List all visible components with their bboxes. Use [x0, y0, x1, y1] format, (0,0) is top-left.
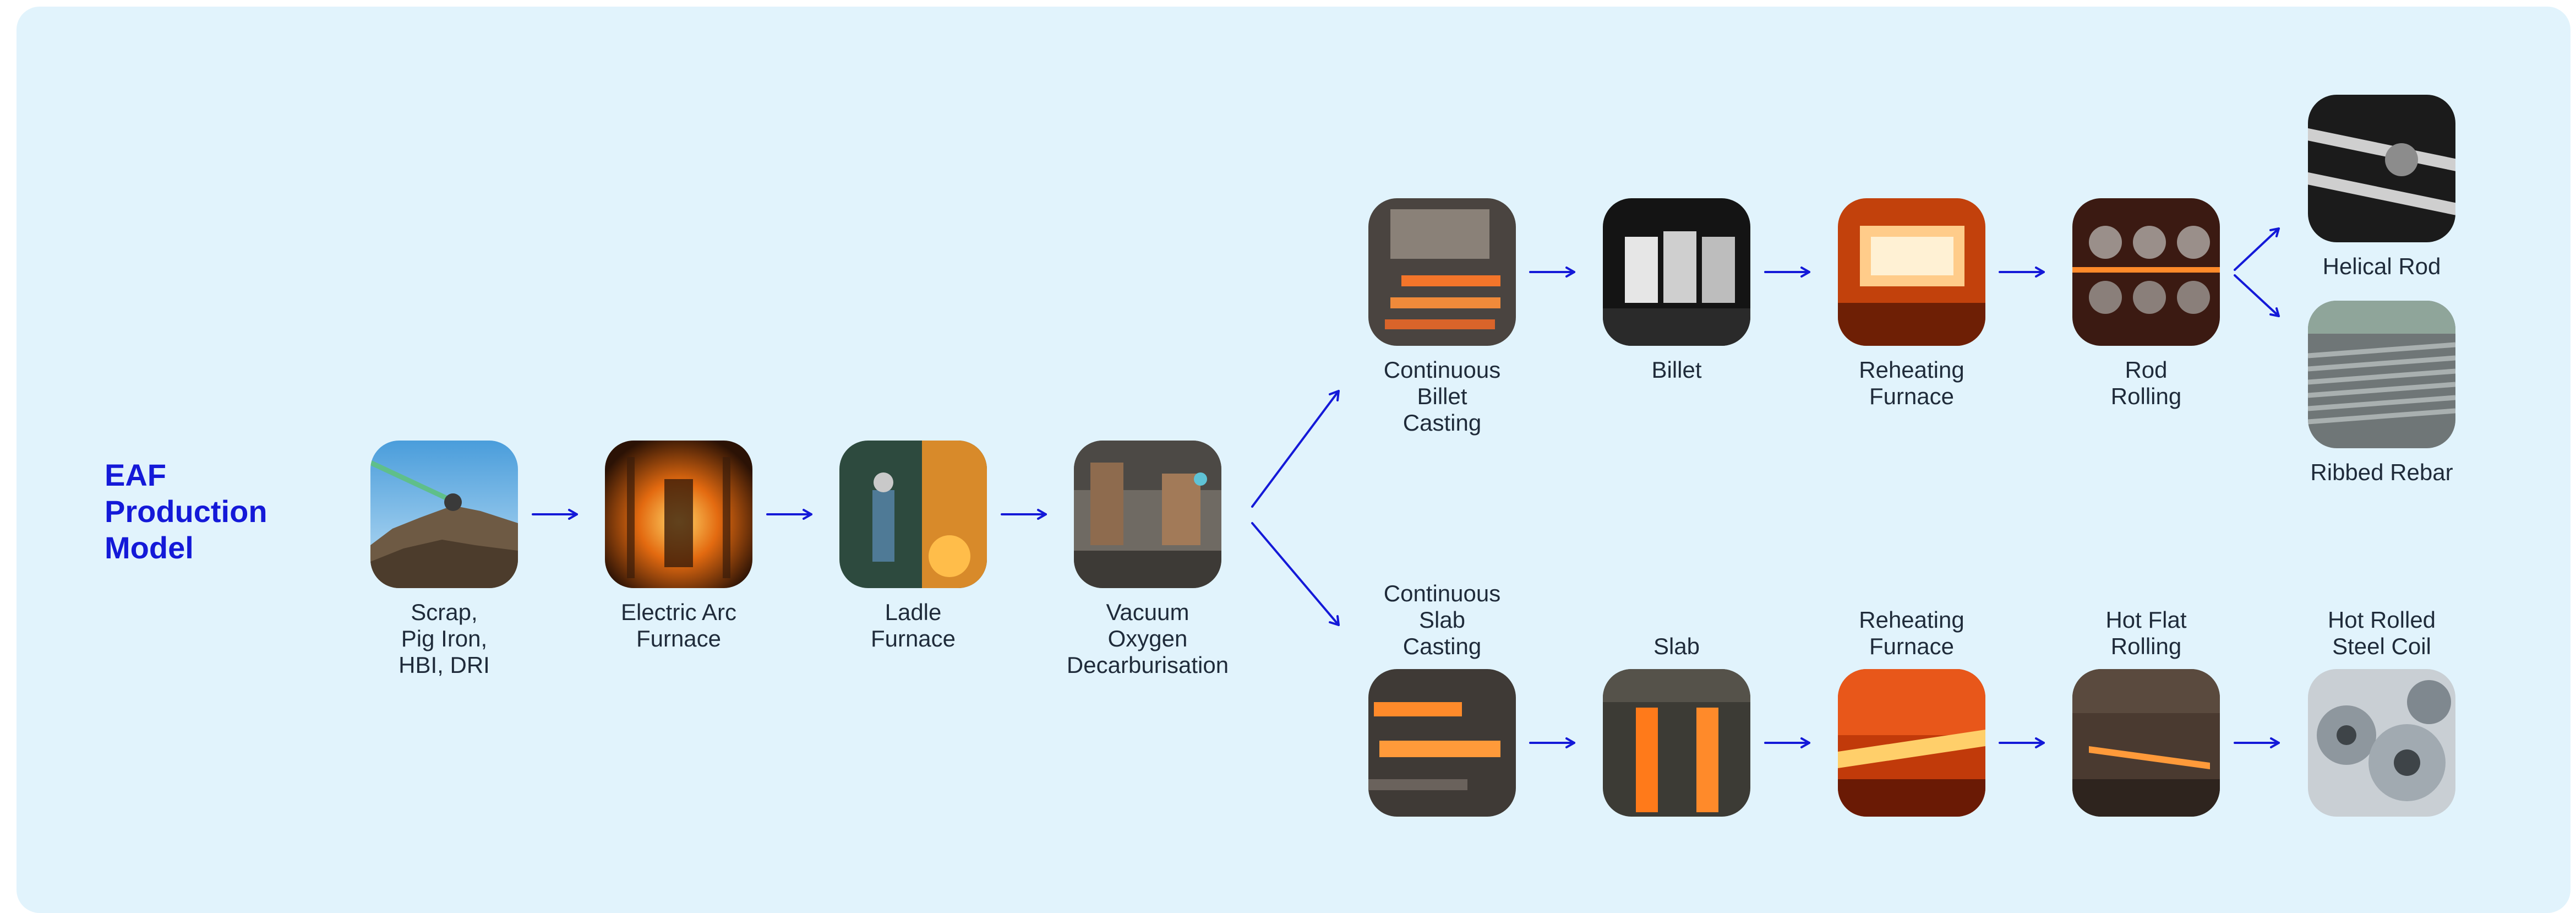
- vod-label-line: Decarburisation: [1066, 652, 1229, 678]
- reheat-bottom-label-line: Reheating: [1859, 607, 1964, 633]
- helical-rod-label: Helical Rod: [2217, 253, 2547, 280]
- billet-label-line: Billet: [1651, 357, 1702, 383]
- continuous-slab-casting-label: Continuous Slab Casting: [1277, 580, 1607, 660]
- vod-label-line: Oxygen: [1107, 626, 1188, 651]
- ribbed-rebar-image: [2308, 301, 2455, 448]
- scrap-label-line: Scrap,: [411, 599, 478, 625]
- title-line: Production: [105, 494, 268, 529]
- reheat-top-label-line: Furnace: [1869, 383, 1955, 409]
- rod-label-line: Rod: [2125, 357, 2168, 383]
- diagram-title: EAF Production Model: [105, 457, 336, 566]
- eaf-label-line: Electric Arc: [620, 599, 737, 625]
- title-line: Model: [105, 530, 194, 565]
- rod-rolling-image: [2072, 198, 2220, 346]
- title-line: EAF: [105, 458, 166, 492]
- reheating-furnace-bottom-image: [1838, 669, 1985, 817]
- helical-rod-image: [2308, 95, 2455, 242]
- coil-label-line: Steel Coil: [2332, 633, 2431, 659]
- scrap-label: Scrap, Pig Iron, HBI, DRI: [279, 599, 609, 678]
- helical-label-line: Helical Rod: [2322, 253, 2441, 279]
- continuous-billet-casting-label: Continuous Billet Casting: [1277, 357, 1607, 436]
- electric-arc-furnace-image: [605, 441, 752, 588]
- reheat-top-label-line: Reheating: [1859, 357, 1964, 383]
- hfr-label-line: Rolling: [2110, 633, 2182, 659]
- rod-rolling-label: Rod Rolling: [1981, 357, 2311, 410]
- hot-flat-rolling-image: [2072, 669, 2220, 817]
- eaf-label-line: Furnace: [636, 626, 722, 651]
- hot-flat-rolling-label: Hot Flat Rolling: [1981, 607, 2311, 660]
- cbc-label-line: Continuous: [1383, 357, 1501, 383]
- slab-label-line: Slab: [1653, 633, 1700, 659]
- vacuum-oxygen-decarburisation-image: [1074, 441, 1221, 588]
- vacuum-oxygen-decarburisation-label: Vacuum Oxygen Decarburisation: [983, 599, 1313, 678]
- ladle-label-line: Furnace: [870, 626, 956, 651]
- reheat-bottom-label-line: Furnace: [1869, 633, 1955, 659]
- scrap-image: [370, 441, 518, 588]
- csc-label-line: Slab: [1418, 607, 1466, 633]
- scrap-label-line: Pig Iron,: [401, 626, 488, 651]
- cbc-label-line: Casting: [1402, 410, 1482, 436]
- hot-rolled-steel-coil-image: [2308, 669, 2455, 817]
- continuous-slab-casting-image: [1368, 669, 1516, 817]
- slab-image: [1603, 669, 1750, 817]
- hot-rolled-steel-coil-label: Hot Rolled Steel Coil: [2217, 607, 2547, 660]
- ladle-furnace-image: [839, 441, 987, 588]
- rebar-label-line: Ribbed Rebar: [2310, 459, 2453, 485]
- cbc-label-line: Billet: [1417, 383, 1467, 409]
- csc-label-line: Continuous: [1383, 580, 1501, 606]
- reheating-furnace-top-label: Reheating Furnace: [1747, 357, 2077, 410]
- continuous-billet-casting-image: [1368, 198, 1516, 346]
- vod-label-line: Vacuum: [1106, 599, 1189, 625]
- reheating-furnace-bottom-label: Reheating Furnace: [1747, 607, 2077, 660]
- ribbed-rebar-label: Ribbed Rebar: [2217, 459, 2547, 486]
- electric-arc-furnace-label: Electric Arc Furnace: [514, 599, 844, 652]
- slab-label: Slab: [1511, 633, 1842, 660]
- scrap-label-line: HBI, DRI: [399, 652, 490, 678]
- reheating-furnace-top-image: [1838, 198, 1985, 346]
- hfr-label-line: Hot Flat: [2105, 607, 2187, 633]
- csc-label-line: Casting: [1402, 633, 1482, 659]
- ladle-label-line: Ladle: [885, 599, 942, 625]
- rod-label-line: Rolling: [2110, 383, 2182, 409]
- billet-label: Billet: [1511, 357, 1842, 383]
- billet-image: [1603, 198, 1750, 346]
- coil-label-line: Hot Rolled: [2327, 607, 2436, 633]
- ladle-furnace-label: Ladle Furnace: [748, 599, 1078, 652]
